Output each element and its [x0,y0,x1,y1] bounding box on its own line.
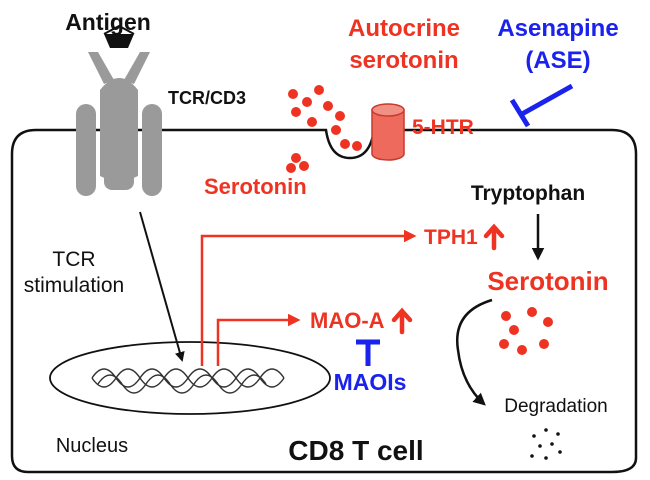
maoa-up-arrow-icon [391,307,413,335]
serotonin-receptor-cylinder-icon [371,103,405,161]
asenapine-inhibition-icon [509,83,574,128]
cell-label: CD8 T cell [288,435,423,466]
antigen-label: Antigen [65,9,151,35]
maoa-expression-arrow [216,313,301,366]
tph1-up-arrow-icon [483,223,505,251]
tcr-stimulation-arrow [139,211,185,362]
degradation-label: Degradation [504,396,608,417]
autocrine-label-line1: Autocrine [348,15,460,42]
tcr-cd3-complex-icon [76,24,162,196]
maoa-label: MAO-A [310,308,385,333]
tryptophan-label: Tryptophan [471,182,585,205]
tcr-stimulation-label-line2: stimulation [24,274,124,297]
maois-label: MAOIs [334,369,407,395]
tph1-expression-arrow [200,229,417,366]
asenapine-label-line1: Asenapine [497,15,618,42]
serotonin-left-label: Serotonin [204,174,307,199]
intracellular-serotonin-molecules [499,307,553,355]
tcr-stimulation-label-line1: TCR [52,248,95,271]
degraded-serotonin-dots [530,428,562,460]
degradation-arrow [455,298,493,406]
tcr-cd3-label: TCR/CD3 [168,88,246,108]
maois-inhibition-icon [356,339,380,366]
serotonin-right-label: Serotonin [487,266,608,296]
tph1-label: TPH1 [424,226,478,249]
nucleus-label: Nucleus [56,435,128,457]
dna-helix-icon [91,368,285,394]
cell-membrane [10,128,638,474]
asenapine-label-line2: (ASE) [525,47,590,74]
autocrine-serotonin-molecules [286,85,362,173]
receptor-label: 5-HTR [412,116,474,139]
autocrine-label-line2: serotonin [349,47,458,74]
nucleus [49,341,331,415]
